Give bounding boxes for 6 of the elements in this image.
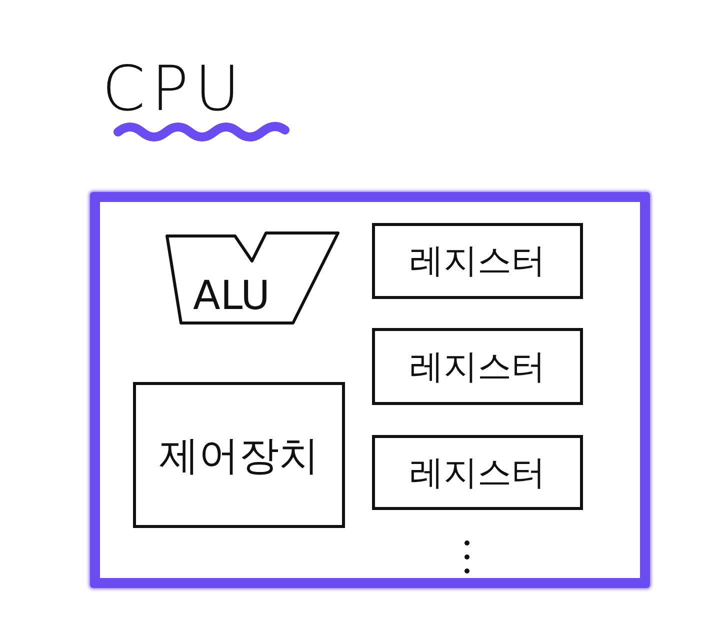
register-box: 레지스터 <box>372 328 583 405</box>
cpu-title: CPU <box>102 52 246 125</box>
register-box: 레지스터 <box>372 435 583 510</box>
alu-label: ALU <box>193 274 270 318</box>
control-unit-box: 제어장치 <box>133 382 345 528</box>
register-box: 레지스터 <box>372 223 583 299</box>
